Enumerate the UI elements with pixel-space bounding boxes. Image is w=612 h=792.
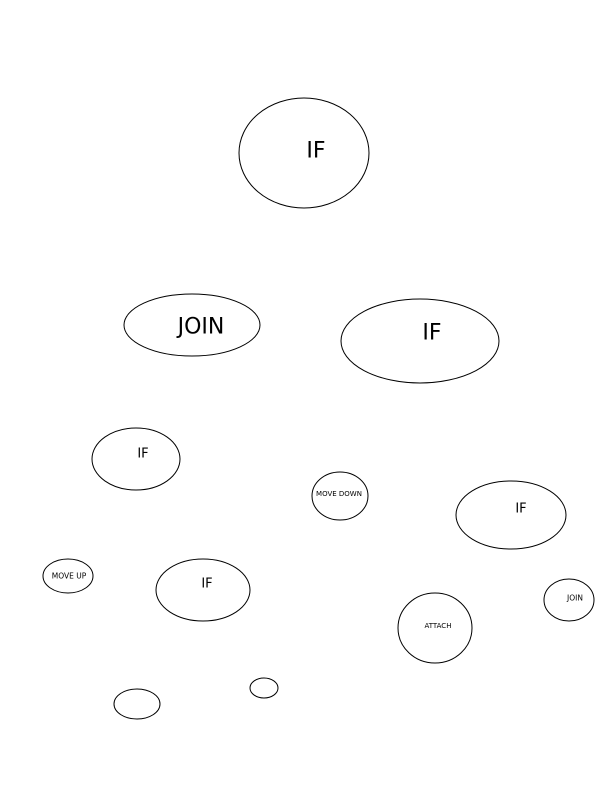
- node-if-right-shape: [340, 298, 500, 384]
- node-if-top-shape: [238, 97, 370, 209]
- node-if-mid-left: IF: [91, 427, 181, 491]
- node-join-left-shape: [123, 293, 261, 357]
- node-if-mid-right-shape: [455, 480, 567, 550]
- node-if-lower-shape: [155, 558, 251, 622]
- node-if-lower: IF: [155, 558, 251, 622]
- node-empty-bottom-mid-shape: [249, 677, 279, 699]
- node-if-top-label: IF: [306, 139, 325, 164]
- node-if-mid-left-shape: [91, 427, 181, 491]
- node-if-mid-right-label: IF: [515, 502, 526, 517]
- node-attach-shape: [397, 592, 473, 664]
- node-attach-label: ATTACH: [425, 622, 452, 630]
- node-if-lower-label: IF: [201, 577, 212, 592]
- node-attach: ATTACH: [397, 592, 473, 664]
- node-move-up: MOVE UP: [42, 558, 94, 594]
- node-move-up-shape: [42, 558, 94, 594]
- node-join-right: JOIN: [543, 578, 595, 622]
- node-move-down-shape: [311, 471, 369, 521]
- node-if-right-label: IF: [422, 321, 441, 346]
- node-move-down-label: MOVE DOWN: [316, 490, 362, 498]
- node-empty-bottom-left: [113, 688, 161, 720]
- node-join-right-shape: [543, 578, 595, 622]
- node-empty-bottom-left-shape: [113, 688, 161, 720]
- node-move-up-label: MOVE UP: [52, 572, 87, 581]
- node-if-top: IF: [238, 97, 370, 209]
- node-join-left-label: JOIN: [176, 315, 225, 340]
- node-move-down: MOVE DOWN: [311, 471, 369, 521]
- node-if-mid-left-label: IF: [137, 447, 148, 462]
- node-empty-bottom-mid: [249, 677, 279, 699]
- node-join-left: JOIN: [123, 293, 261, 357]
- node-if-mid-right: IF: [455, 480, 567, 550]
- node-join-right-label: JOIN: [566, 594, 583, 603]
- node-if-right: IF: [340, 298, 500, 384]
